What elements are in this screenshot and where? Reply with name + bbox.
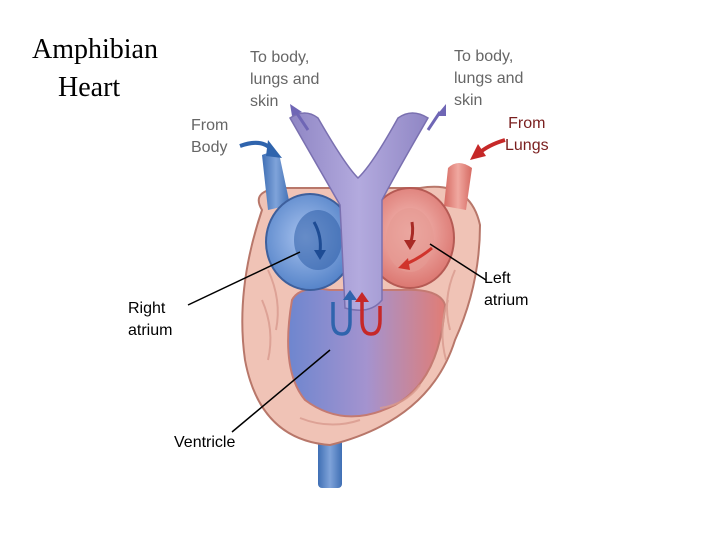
- pulmonary-vein: [444, 163, 472, 210]
- leader-right-atrium: [187, 251, 301, 306]
- la-flow-arrowhead-2: [398, 258, 410, 270]
- flow-arrows: [239, 104, 506, 336]
- outflow-arrowhead-right: [436, 104, 446, 116]
- vent-blue-arrowhead: [343, 290, 357, 300]
- leader-ventricle: [231, 349, 331, 433]
- leader-left-atrium: [429, 243, 487, 281]
- label-left-atrium: Left atrium: [484, 270, 529, 309]
- outflow-arrowhead-left: [290, 104, 302, 116]
- label-ventricle: Ventricle: [174, 434, 236, 451]
- vena-cava: [262, 153, 290, 210]
- vent-red-arrowhead: [355, 292, 369, 302]
- leader-lines: [187, 243, 487, 433]
- truncus-arteriosus: [288, 112, 430, 311]
- vent-blue-arrow: [331, 300, 352, 336]
- ra-flow-arrowhead: [314, 250, 326, 260]
- title-line-2: Heart: [58, 72, 121, 103]
- label-to-body-right: To body, lungs and skin: [454, 48, 524, 109]
- from-body-arrowhead: [266, 140, 282, 158]
- title-line-1: Amphibian: [32, 34, 158, 65]
- trabeculae-texture: [261, 269, 456, 426]
- la-flow-arrowhead-1: [404, 240, 416, 250]
- label-from-lungs: From Lungs: [505, 115, 549, 154]
- ventricle-chamber: [287, 287, 447, 418]
- outflow-arrow-left: [294, 111, 310, 131]
- ra-flow-arrow: [312, 221, 322, 253]
- right-atrium-inner: [294, 210, 342, 270]
- label-to-body-left: To body, lungs and skin: [250, 49, 320, 110]
- label-from-body: From Body: [191, 117, 229, 156]
- label-right-atrium: Right atrium: [128, 300, 173, 339]
- from-lungs-arrowhead: [470, 144, 486, 160]
- vent-red-arrow: [360, 300, 382, 336]
